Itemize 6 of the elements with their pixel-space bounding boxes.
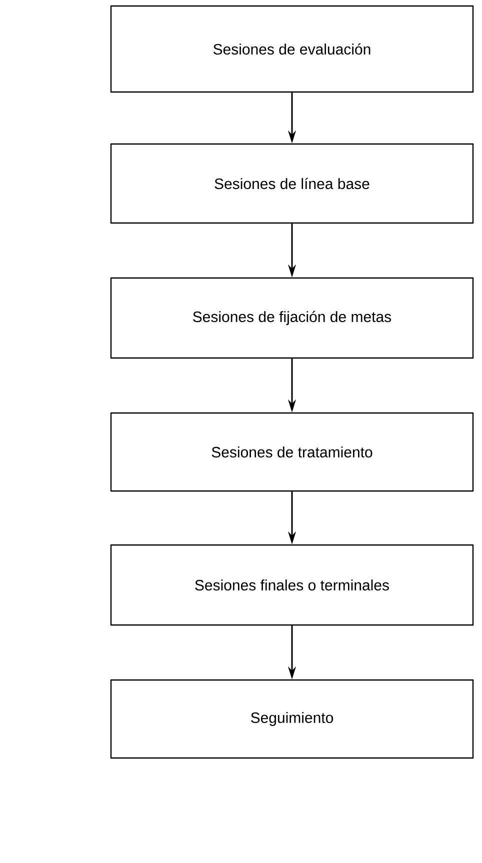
process-box: Sesiones de línea base bbox=[110, 143, 474, 224]
process-box: Sesiones de tratamiento bbox=[110, 412, 474, 492]
process-box: Sesiones de evaluación bbox=[110, 5, 474, 93]
process-box: Sesiones finales o terminales bbox=[110, 544, 474, 626]
process-box: Seguimiento bbox=[110, 679, 474, 759]
process-box: Sesiones de fijación de metas bbox=[110, 277, 474, 359]
